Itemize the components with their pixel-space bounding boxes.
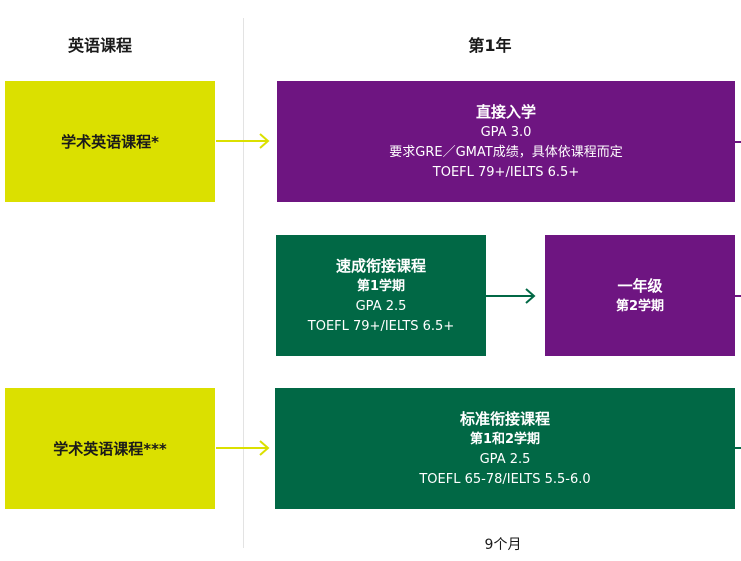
- arrow-to-direct-entry: [216, 131, 272, 151]
- year-one-column-header: 第1年: [468, 36, 512, 55]
- arrow-to-year-one: [486, 286, 538, 306]
- academic-english-course-box-bottom: 学术英语课程***: [5, 388, 215, 509]
- standard-bridge-semesters: 第1和2学期: [469, 431, 541, 447]
- standard-bridge-title: 标准衔接课程: [459, 409, 550, 428]
- accelerated-bridge-toefl-ielts: TOEFL 79+/IELTS 6.5+: [307, 318, 455, 334]
- accelerated-bridge-semester: 第1学期: [356, 278, 406, 294]
- academic-english-course-label-bottom: 学术英语课程***: [53, 440, 167, 458]
- accelerated-bridge-gpa: GPA 2.5: [355, 298, 407, 314]
- accelerated-bridge-box: 速成衔接课程 第1学期 GPA 2.5 TOEFL 79+/IELTS 6.5+: [276, 235, 486, 356]
- year-one-continuation-tick: [735, 295, 741, 297]
- column-divider: [243, 18, 244, 548]
- arrow-to-standard-bridge: [216, 438, 272, 458]
- year-one-title: 一年级: [617, 276, 663, 295]
- standard-bridge-continuation-tick: [735, 447, 741, 449]
- direct-entry-title: 直接入学: [475, 102, 536, 121]
- year-one-semester: 第2学期: [615, 298, 665, 314]
- academic-english-course-label-top: 学术英语课程*: [61, 133, 159, 151]
- english-course-column-header: 英语课程: [67, 36, 132, 55]
- direct-entry-continuation-tick: [735, 141, 741, 143]
- academic-english-course-box-top: 学术英语课程*: [5, 81, 215, 202]
- direct-entry-toefl-ielts: TOEFL 79+/IELTS 6.5+: [432, 164, 580, 180]
- direct-entry-gre-gmat: 要求GRE／GMAT成绩，具体依课程而定: [389, 144, 623, 160]
- accelerated-bridge-title: 速成衔接课程: [335, 256, 426, 275]
- standard-bridge-toefl-ielts: TOEFL 65-78/IELTS 5.5-6.0: [419, 471, 591, 487]
- direct-entry-gpa: GPA 3.0: [480, 124, 532, 140]
- direct-entry-box: 直接入学 GPA 3.0 要求GRE／GMAT成绩，具体依课程而定 TOEFL …: [277, 81, 735, 202]
- year-one-box: 一年级 第2学期: [545, 235, 735, 356]
- duration-label: 9个月: [484, 537, 522, 553]
- standard-bridge-box: 标准衔接课程 第1和2学期 GPA 2.5 TOEFL 65-78/IELTS …: [275, 388, 735, 509]
- standard-bridge-gpa: GPA 2.5: [479, 451, 531, 467]
